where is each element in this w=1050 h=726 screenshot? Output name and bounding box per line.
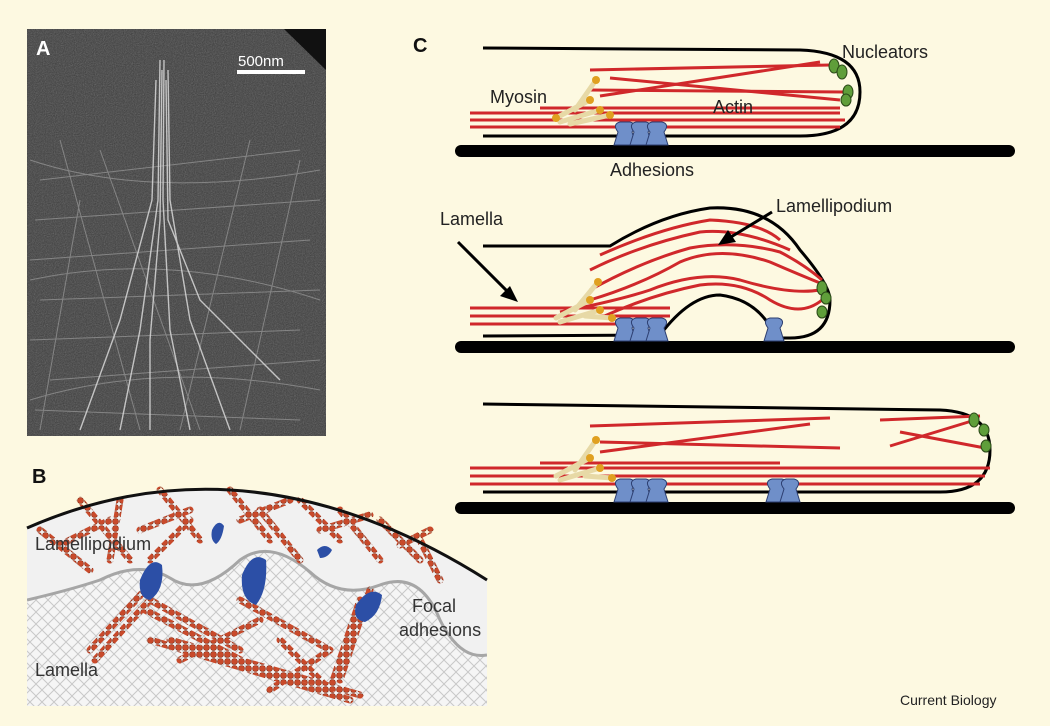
panel-c-letter: C: [413, 35, 427, 57]
branched-actin-network: [36, 486, 444, 584]
substrate-1: [455, 145, 1015, 157]
label-lamella-c: Lamella: [440, 209, 504, 229]
membrane-1: [482, 46, 862, 138]
focal-adhesion-blob: [139, 562, 163, 600]
diagram-1: Nucleators Myosin Actin Adhesions: [455, 42, 1015, 180]
nucleators-3: [968, 412, 992, 453]
nucleators-1: [828, 58, 854, 107]
nucleators-2: [816, 280, 832, 319]
label-lamella-b: Lamella: [35, 660, 99, 680]
label-adhesions-c: Adhesions: [610, 160, 694, 180]
panel-a-letter: A: [36, 38, 50, 60]
label-nucleators: Nucleators: [842, 42, 928, 62]
panel-b-letter: B: [32, 466, 46, 488]
actin-filaments-3: [470, 414, 990, 486]
focal-adhesion-blob: [211, 522, 224, 544]
em-corner: [284, 29, 326, 70]
label-actin: Actin: [713, 97, 753, 117]
adhesions-2: [613, 317, 785, 342]
cell-membrane-edge: [26, 487, 488, 582]
myosin-2: [553, 278, 616, 325]
arrow-lamella: [456, 240, 514, 298]
label-focal: Focal: [412, 596, 456, 616]
myosin-1: [552, 76, 614, 127]
panel-a: A 500nm: [27, 29, 326, 436]
panel-b: B Lamellipodium Focal adhesions Lamella: [26, 458, 488, 706]
label-lamellipodium-b: Lamellipodium: [35, 534, 151, 554]
diagram-2: Lamella Lamellipodium: [440, 196, 1015, 353]
lamella-actin-bundles: [86, 586, 374, 704]
substrate-2: [455, 341, 1015, 353]
focal-adhesions: [139, 522, 382, 622]
label-lamellipodium-c: Lamellipodium: [776, 196, 892, 216]
diagram-3: [455, 402, 1015, 514]
panel-c: C: [413, 35, 1015, 514]
label-myosin: Myosin: [490, 87, 547, 107]
myosin-3: [553, 436, 616, 483]
scale-bar: [237, 70, 305, 74]
substrate-3: [455, 502, 1015, 514]
actin-filaments-2: [470, 218, 826, 326]
lamella-boundary: [27, 549, 487, 658]
focal-adhesion-blob: [317, 546, 332, 558]
label-adhesions-b: adhesions: [399, 620, 481, 640]
adhesions-1: [613, 121, 669, 146]
focal-adhesion-blob: [241, 557, 267, 605]
focal-adhesion-blob: [355, 591, 382, 622]
footer-credit: Current Biology: [900, 692, 997, 708]
adhesions-3: [613, 478, 801, 503]
arrow-lamella-head: [500, 286, 518, 302]
actin-filaments-1: [470, 60, 846, 129]
scale-bar-label: 500nm: [238, 53, 284, 70]
arrow-lamellipodium-head: [718, 230, 736, 245]
em-filopodium-bundle: [79, 59, 281, 431]
arrow-lamellipodium: [725, 210, 773, 242]
